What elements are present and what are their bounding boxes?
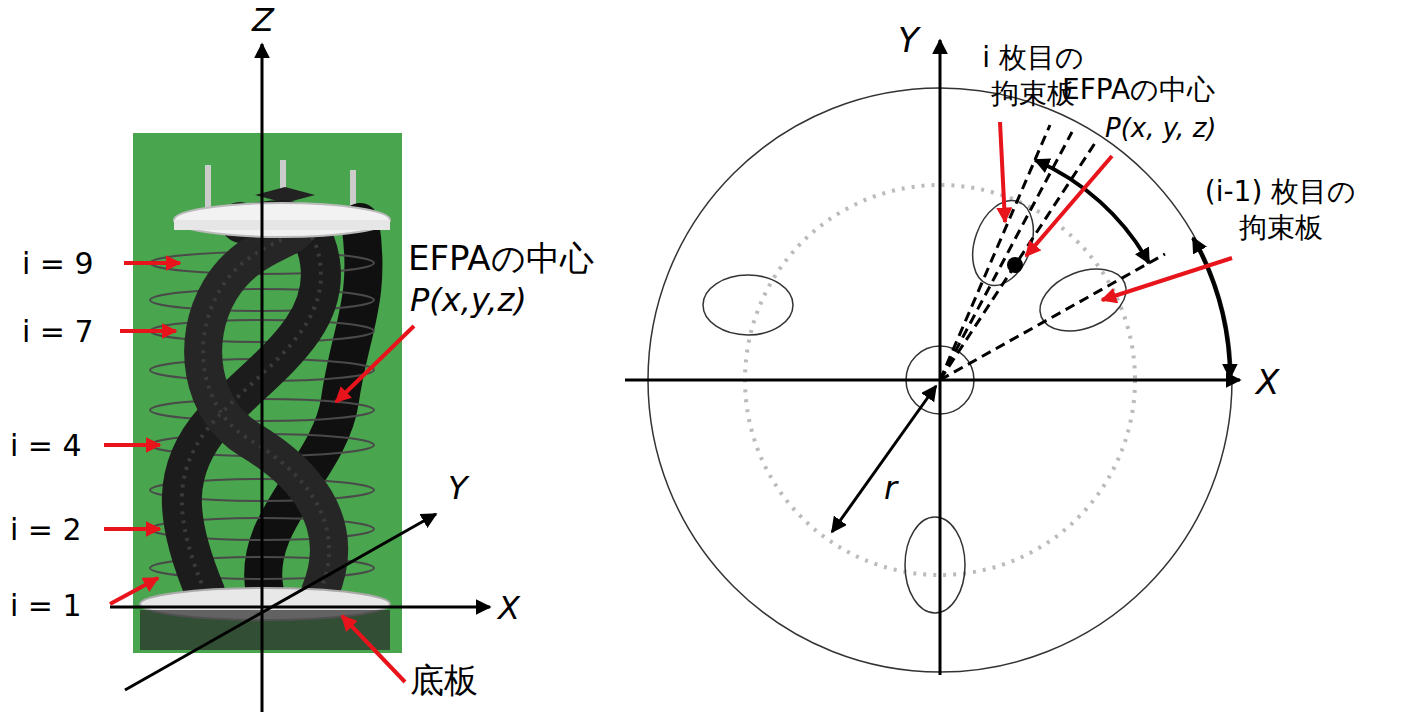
callout-arrows-right [1000, 122, 1232, 300]
callout-label: (i-1) 枚目の 拘束板 [1183, 174, 1378, 247]
callout-label: P(x,y,z) [410, 280, 527, 322]
axes-3d [110, 44, 490, 712]
index-label: i = 4 [10, 426, 82, 465]
radius-label: r [884, 468, 897, 510]
axis-label: X [498, 588, 520, 630]
index-label: i = 2 [10, 510, 82, 549]
callout-label: 底板 [410, 658, 478, 702]
axis-label: Y [898, 18, 919, 62]
callout-arrows [104, 263, 414, 682]
axis-label: X [1256, 360, 1279, 404]
actuator-photo [133, 133, 402, 653]
index-label: i = 7 [22, 312, 94, 351]
callout-label: EFPAの中心 [1062, 72, 1215, 108]
index-label: i = 9 [22, 244, 94, 283]
axis-label: Y [448, 468, 468, 510]
callout-label: P(x, y, z) [1105, 112, 1216, 146]
index-label: i = 1 [10, 586, 82, 625]
axis-label: Z [252, 0, 274, 42]
callout-label: EFPAの中心 [408, 236, 594, 280]
top-view [625, 40, 1240, 675]
